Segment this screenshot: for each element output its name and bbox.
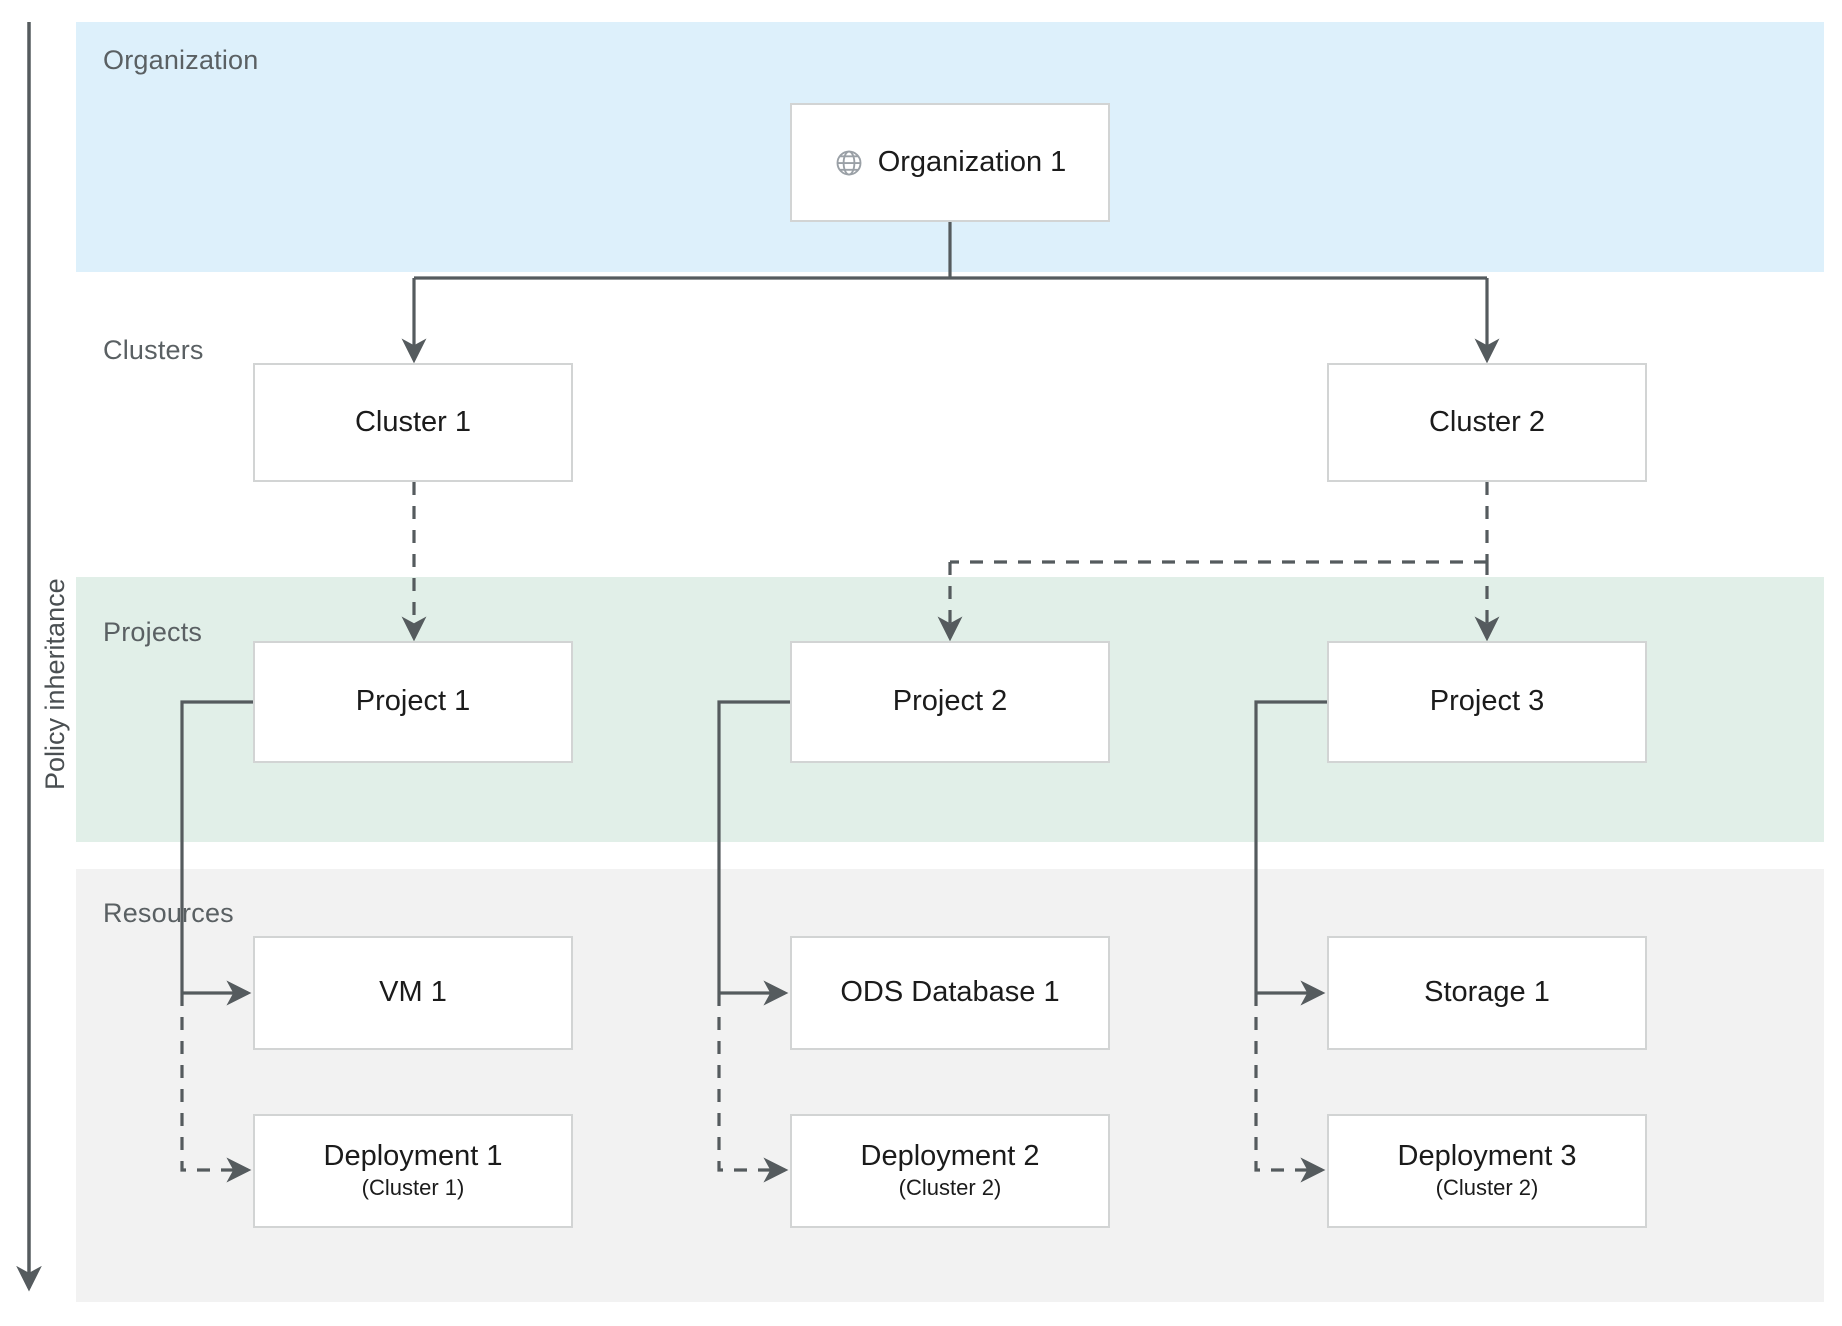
node-label: Deployment 1: [323, 1140, 503, 1173]
node-label: Project 1: [355, 685, 471, 718]
node-label: Storage 1: [1424, 976, 1550, 1009]
node-deployment-2[interactable]: Deployment 2 (Cluster 2): [790, 1114, 1110, 1228]
node-label: Deployment 3: [1397, 1140, 1577, 1173]
node-label: Organization 1: [877, 145, 1067, 178]
node-cluster-1[interactable]: Cluster 1: [253, 363, 573, 482]
node-sublabel: (Cluster 1): [361, 1175, 465, 1201]
node-organization-1[interactable]: Organization 1: [790, 103, 1110, 222]
band-label-organization: Organization: [103, 45, 259, 75]
node-cluster-2[interactable]: Cluster 2: [1327, 363, 1647, 482]
node-deployment-3[interactable]: Deployment 3 (Cluster 2): [1327, 1114, 1647, 1228]
band-label-resources: Resources: [103, 898, 234, 928]
node-vm-1[interactable]: VM 1: [253, 936, 573, 1050]
band-label-projects: Projects: [103, 617, 203, 647]
node-label: Cluster 1: [354, 405, 472, 438]
node-ods-database-1[interactable]: ODS Database 1: [790, 936, 1110, 1050]
node-sublabel: (Cluster 2): [898, 1175, 1002, 1201]
node-label: Deployment 2: [860, 1140, 1040, 1173]
node-project-3[interactable]: Project 3: [1327, 641, 1647, 763]
node-label: VM 1: [379, 976, 447, 1009]
node-storage-1[interactable]: Storage 1: [1327, 936, 1647, 1050]
node-project-1[interactable]: Project 1: [253, 641, 573, 763]
band-label-clusters: Clusters: [103, 335, 204, 365]
node-deployment-1[interactable]: Deployment 1 (Cluster 1): [253, 1114, 573, 1228]
node-label: Project 2: [892, 685, 1008, 718]
node-label: Project 3: [1429, 685, 1545, 718]
node-label: Cluster 2: [1428, 405, 1546, 438]
globe-icon: [834, 148, 864, 178]
node-project-2[interactable]: Project 2: [790, 641, 1110, 763]
node-sublabel: (Cluster 2): [1435, 1175, 1539, 1201]
node-label: ODS Database 1: [840, 976, 1060, 1009]
